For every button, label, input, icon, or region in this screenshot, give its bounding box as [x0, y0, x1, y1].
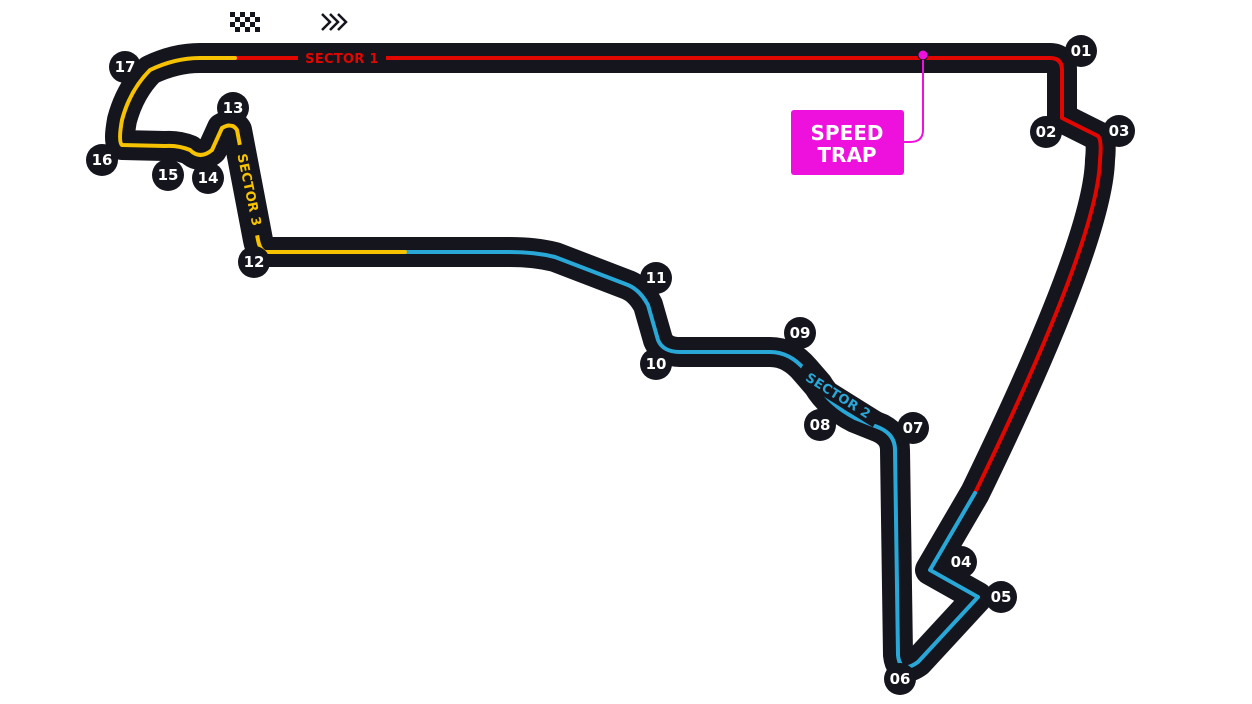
sector-2-label-bg: [794, 363, 882, 428]
corner-number: 10: [646, 355, 667, 373]
corner-number: 02: [1036, 123, 1057, 141]
speed-trap-marker: [917, 49, 929, 61]
corner-badge: [884, 663, 916, 695]
corner-badge: [945, 546, 977, 578]
corner-badge: [784, 317, 816, 349]
corner-marker-16: 16: [86, 144, 118, 176]
corner-badge: [238, 246, 270, 278]
corner-number: 06: [890, 670, 911, 688]
corner-badge: [804, 409, 836, 441]
corner-number: 14: [198, 169, 219, 187]
corner-number: 07: [903, 419, 924, 437]
corner-number: 03: [1109, 122, 1130, 140]
speed-trap-box: [791, 110, 904, 175]
corner-badge: [640, 348, 672, 380]
corner-number: 08: [810, 416, 831, 434]
corner-marker-08: 08: [804, 409, 836, 441]
corner-badge: [640, 262, 672, 294]
sector-3-label-bg: [231, 143, 268, 237]
corner-number: 11: [646, 269, 667, 287]
corner-marker-17: 17: [109, 51, 141, 83]
corner-marker-12: 12: [238, 246, 270, 278]
corner-number: 17: [115, 58, 136, 76]
checkered-flag-icon: [230, 12, 260, 32]
corner-badge: [1103, 115, 1135, 147]
corner-marker-03: 03: [1103, 115, 1135, 147]
corner-badge: [897, 412, 929, 444]
chevron-arrows-icon: [321, 13, 348, 31]
corner-number: 04: [951, 553, 972, 571]
corner-marker-13: 13: [217, 92, 249, 124]
corner-markers: 01 02 03 04 05 06 07 08 09 10 11 12 13 14 15 16 17: [86, 35, 1135, 695]
sector-1-label: SECTOR 1: [305, 52, 379, 67]
corner-number: 13: [223, 99, 244, 117]
corner-marker-05: 05: [985, 581, 1017, 613]
corner-marker-04: 04: [945, 546, 977, 578]
corner-marker-11: 11: [640, 262, 672, 294]
speed-trap-connector: [904, 60, 924, 143]
sector-1-label-bg: [298, 50, 386, 67]
corner-marker-14: 14: [192, 162, 224, 194]
corner-marker-06: 06: [884, 663, 916, 695]
corner-number: 15: [158, 166, 179, 184]
corner-badge: [192, 162, 224, 194]
corner-number: 05: [991, 588, 1012, 606]
corner-number: 01: [1071, 42, 1092, 60]
corner-badge: [1065, 35, 1097, 67]
corner-badge: [1030, 116, 1062, 148]
corner-badge: [217, 92, 249, 124]
sector-1-line: [233, 56, 1103, 495]
corner-number: 09: [790, 324, 811, 342]
corner-badge: [152, 159, 184, 191]
speed-trap-line-2: TRAP: [817, 143, 876, 167]
sector-2-line: [403, 250, 980, 670]
corner-badge: [109, 51, 141, 83]
corner-badge: [985, 581, 1017, 613]
corner-marker-02: 02: [1030, 116, 1062, 148]
corner-marker-07: 07: [897, 412, 929, 444]
speed-trap-line-1: SPEED: [811, 121, 884, 145]
corner-marker-15: 15: [152, 159, 184, 191]
corner-marker-10: 10: [640, 348, 672, 380]
corner-badge: [86, 144, 118, 176]
corner-number: 16: [92, 151, 113, 169]
corner-number: 12: [244, 253, 265, 271]
sector-3-line: [118, 56, 407, 254]
corner-marker-09: 09: [784, 317, 816, 349]
corner-marker-01: 01: [1065, 35, 1097, 67]
